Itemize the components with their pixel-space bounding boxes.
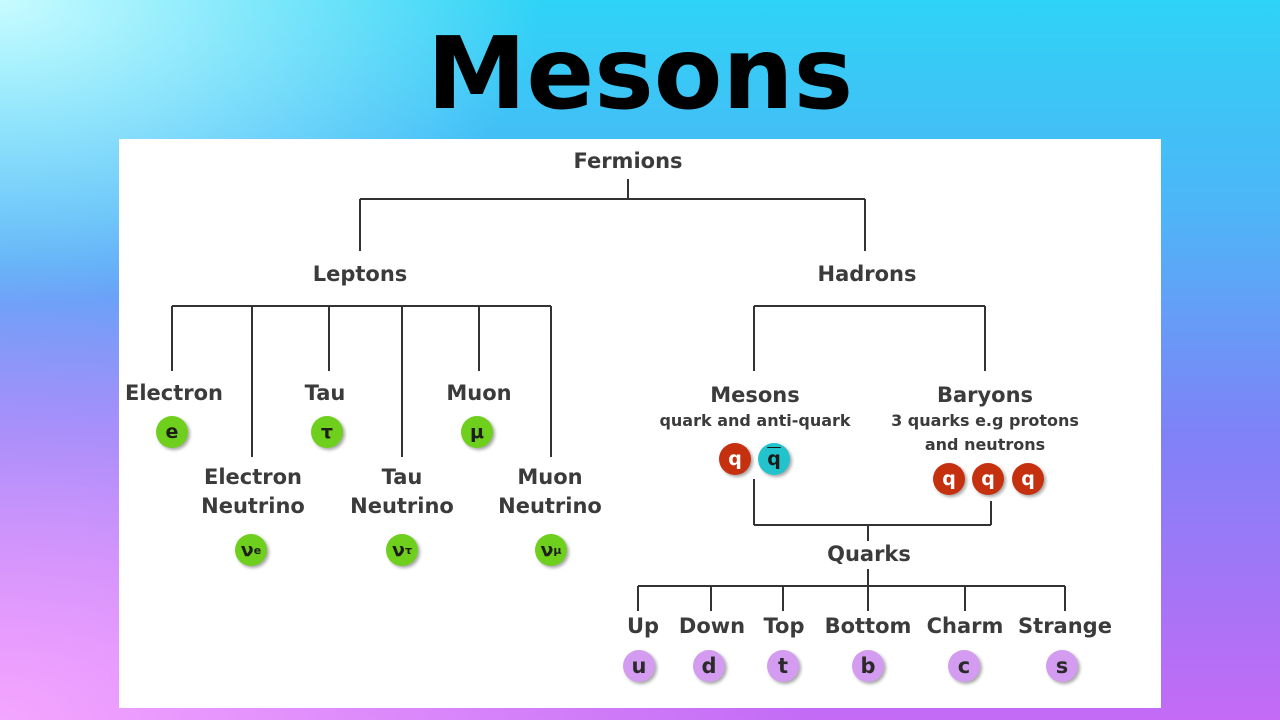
quark-up-symbol: u [623, 650, 655, 682]
leptons-label: Leptons [312, 262, 408, 286]
baryon-quark-symbol-3: q [1012, 463, 1044, 495]
baryons-description-line1: 3 quarks e.g protons [891, 411, 1079, 430]
quark-strange-label: Strange [1018, 614, 1112, 638]
fermions-label: Fermions [573, 149, 683, 173]
tau-label: Tau [304, 381, 346, 405]
tau-neutrino-line1: Tau [381, 465, 423, 489]
quark-strange-symbol: s [1046, 650, 1078, 682]
electron-symbol: e [156, 416, 188, 448]
electron-label: Electron [124, 381, 224, 405]
muon-neutrino-label: Muon Neutrino [498, 463, 602, 521]
fermion-diagram-panel: Fermions Leptons Hadrons Electron e Tau … [119, 139, 1161, 708]
page-title: Mesons [426, 15, 854, 132]
muon-label: Muon [446, 381, 512, 405]
muon-neutrino-line2: Neutrino [498, 494, 602, 518]
electron-neutrino-label: Electron Neutrino [201, 463, 305, 521]
muon-symbol: μ [461, 416, 493, 448]
connector-lines [171, 179, 1066, 611]
baryon-quark-symbol-1: q [933, 463, 965, 495]
antiquark-symbol: q [758, 443, 790, 475]
quark-top-label: Top [763, 614, 805, 638]
hadrons-label: Hadrons [817, 262, 917, 286]
quark-symbol: q [719, 443, 751, 475]
baryon-quark-symbol-2: q [972, 463, 1004, 495]
quark-down-symbol: d [693, 650, 725, 682]
quark-top-symbol: t [767, 650, 799, 682]
quark-up-label: Up [626, 614, 660, 638]
tau-neutrino-line2: Neutrino [350, 494, 454, 518]
mesons-description: quark and anti-quark [659, 411, 851, 430]
baryons-label: Baryons [936, 383, 1034, 407]
quark-bottom-label: Bottom [824, 614, 912, 638]
muon-neutrino-line1: Muon [517, 465, 583, 489]
mesons-label: Mesons [710, 383, 800, 407]
baryons-description-line2: and neutrons [924, 435, 1046, 454]
tau-neutrino-label: Tau Neutrino [350, 463, 454, 521]
quark-down-label: Down [678, 614, 746, 638]
tau-symbol: τ [311, 416, 343, 448]
electron-neutrino-line2: Neutrino [201, 494, 305, 518]
quarks-label: Quarks [827, 542, 911, 566]
quark-charm-symbol: c [948, 650, 980, 682]
quark-charm-label: Charm [926, 614, 1004, 638]
quark-bottom-symbol: b [852, 650, 884, 682]
electron-neutrino-line1: Electron [203, 465, 302, 489]
